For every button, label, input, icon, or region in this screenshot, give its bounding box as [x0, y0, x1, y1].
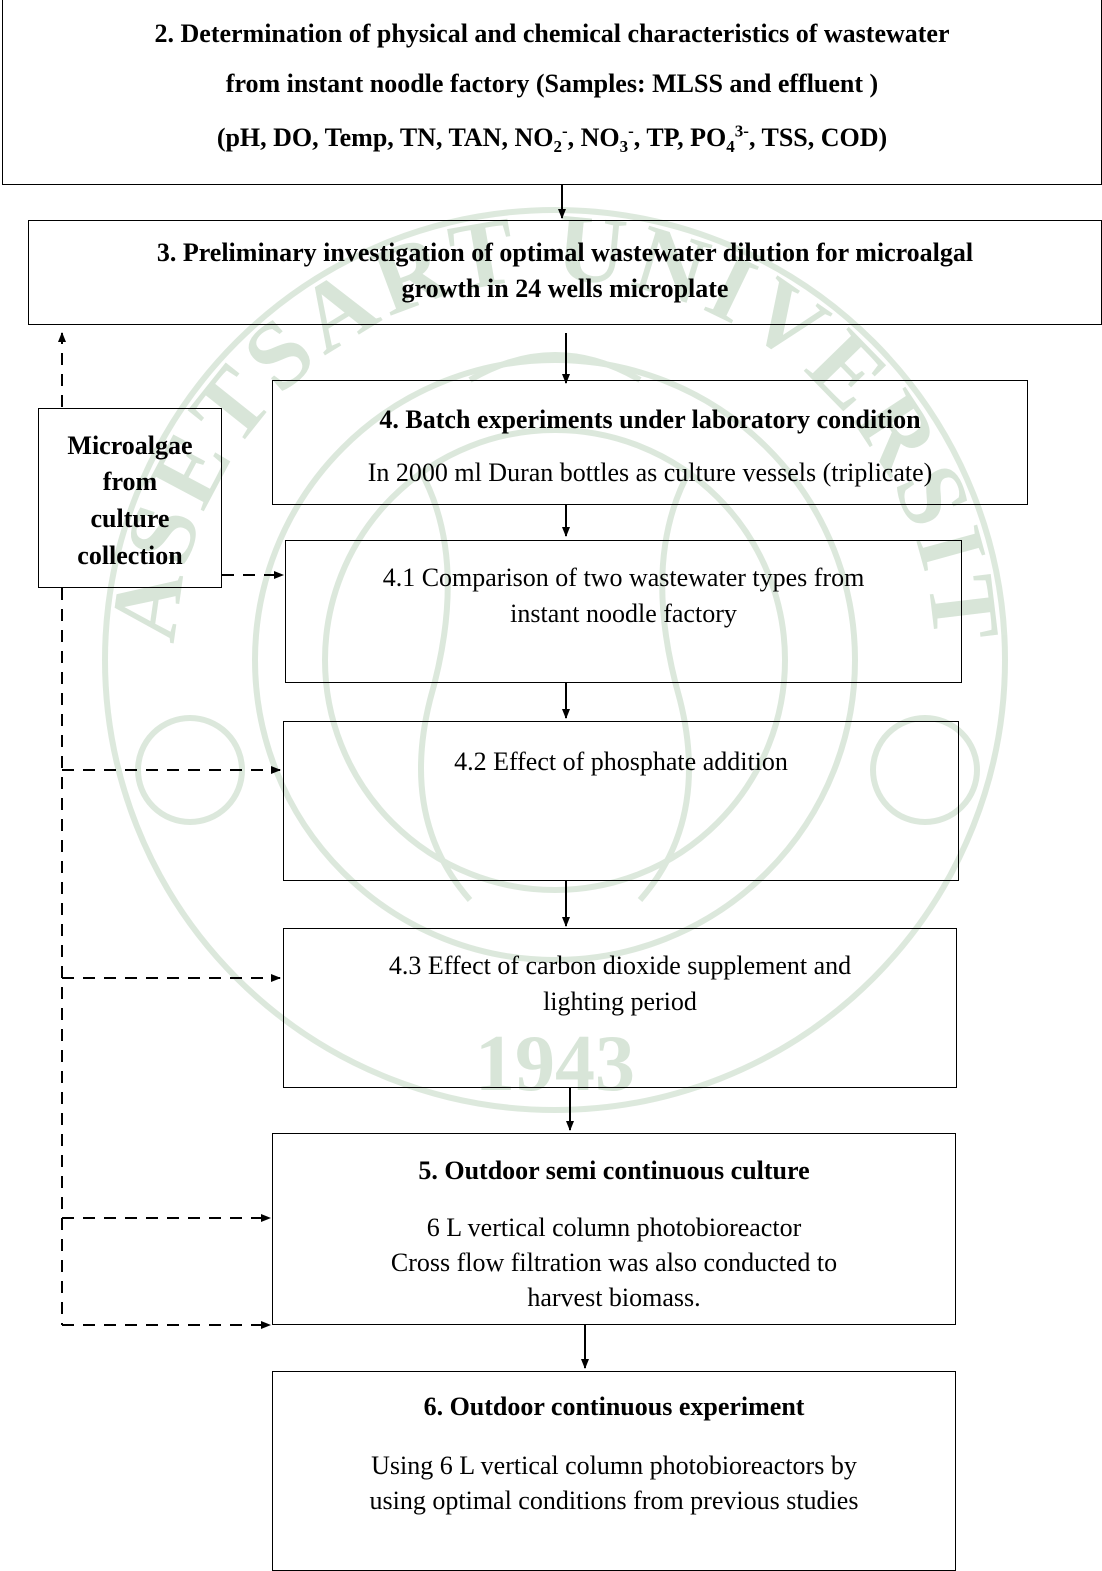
step6-title: 6. Outdoor continuous experiment [423, 1392, 805, 1421]
microalgae-line3: culture [90, 504, 170, 533]
step5-line1: 6 L vertical column photobioreactor [426, 1213, 802, 1242]
step4-1-line1: 4.1 Comparison of two wastewater types f… [382, 563, 865, 592]
step3-box: 3. Preliminary investigation of optimal … [28, 220, 1102, 325]
step6-line2: using optimal conditions from previous s… [369, 1486, 859, 1515]
step4-1-box: 4.1 Comparison of two wastewater types f… [285, 540, 962, 683]
step4-1-line2: instant noodle factory [510, 599, 737, 628]
step2-params: (pH, DO, Temp, TN, TAN, NO2-, NO3-, TP, … [216, 121, 888, 157]
step6-line1: Using 6 L vertical column photobioreacto… [371, 1451, 857, 1480]
step5-title: 5. Outdoor semi continuous culture [418, 1156, 810, 1185]
step6-box: 6. Outdoor continuous experiment Using 6… [272, 1371, 956, 1571]
step5-line2: Cross flow filtration was also conducted… [390, 1248, 838, 1277]
step4-3-line1: 4.3 Effect of carbon dioxide supplement … [388, 951, 852, 980]
step3-line1: 3. Preliminary investigation of optimal … [156, 238, 974, 267]
microalgae-line2: from [102, 467, 158, 496]
step4-desc: In 2000 ml Duran bottles as culture vess… [367, 458, 933, 487]
step3-line2: growth in 24 wells microplate [401, 274, 729, 303]
microalgae-source-box: Microalgae from culture collection [38, 408, 222, 588]
microalgae-line4: collection [77, 541, 183, 570]
step4-box: 4. Batch experiments under laboratory co… [272, 380, 1028, 505]
step2-box: 2. Determination of physical and chemica… [2, 0, 1102, 185]
step5-line3: harvest biomass. [527, 1283, 701, 1312]
step2-line1: 2. Determination of physical and chemica… [154, 19, 950, 48]
step4-3-box: 4.3 Effect of carbon dioxide supplement … [283, 928, 957, 1088]
step5-box: 5. Outdoor semi continuous culture 6 L v… [272, 1133, 956, 1325]
step4-3-line2: lighting period [543, 987, 697, 1016]
step4-title: 4. Batch experiments under laboratory co… [379, 405, 921, 434]
microalgae-line1: Microalgae [67, 431, 193, 460]
step4-2-line1: 4.2 Effect of phosphate addition [454, 747, 788, 776]
step4-2-box: 4.2 Effect of phosphate addition [283, 721, 959, 881]
step2-line2: from instant noodle factory (Samples: ML… [225, 69, 879, 98]
